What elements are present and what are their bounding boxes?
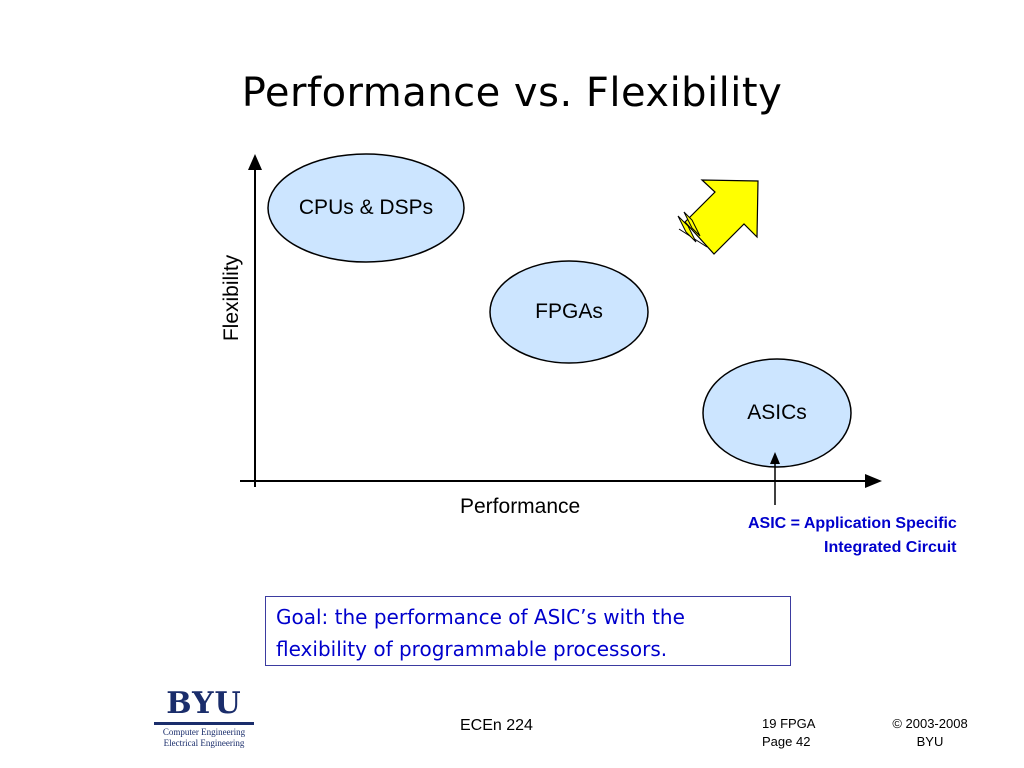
asic-definition-note: ASIC = Application Specific Integrated C… [748, 512, 957, 560]
page-number: Page 42 [762, 734, 811, 749]
asic-note-line-1: ASIC = Application Specific [748, 515, 957, 532]
slide-title: Performance vs. Flexibility [241, 70, 783, 116]
logo-subtitle-1: Computer Engineering [162, 727, 246, 737]
fpgas-label: FPGAs [535, 300, 603, 323]
logo-subtitle-2: Electrical Engineering [163, 738, 245, 748]
y-axis-label: Flexibility [220, 254, 243, 342]
y-axis-arrowhead [248, 154, 262, 170]
course-label: ECEn 224 [460, 717, 533, 734]
copyright-org: BYU [916, 734, 944, 749]
byu-logo-text: BYU [166, 686, 242, 721]
copyright-info: © 2003-2008 BYU [888, 715, 972, 751]
logo-divider [154, 722, 254, 725]
copyright-years: © 2003-2008 [892, 716, 968, 731]
x-axis-arrowhead [865, 474, 882, 488]
yellow-up-right-arrow-icon [677, 179, 759, 255]
goal-box: Goal: the performance of ASIC’s with the… [265, 596, 791, 666]
lecture-name: 19 FPGA [762, 716, 816, 731]
lecture-info: 19 FPGA Page 42 [762, 715, 815, 751]
asic-note-line-2: Integrated Circuit [824, 539, 957, 556]
x-axis-label: Performance [460, 495, 581, 518]
byu-logo: BYU Computer Engineering Electrical Engi… [150, 688, 258, 749]
cpus-dsps-label: CPUs & DSPs [298, 196, 434, 219]
cpus-dsps-ellipse [267, 153, 465, 263]
asic-pointer-arrowhead [770, 452, 780, 464]
fpgas-ellipse [489, 260, 649, 364]
asics-ellipse [702, 358, 852, 468]
asics-label: ASICs [747, 401, 807, 424]
